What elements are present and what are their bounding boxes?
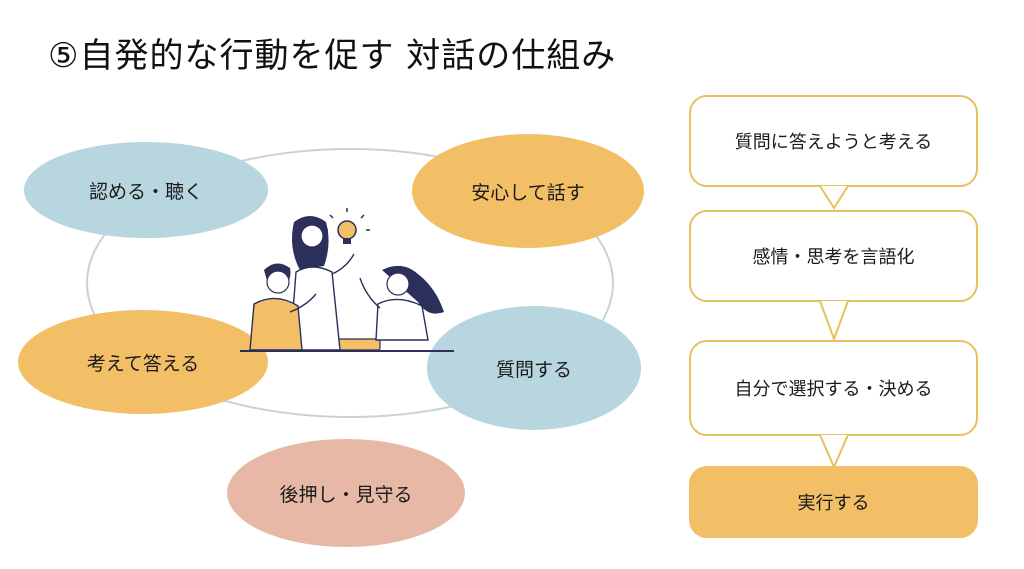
node-think-answer: 考えて答える — [18, 310, 268, 414]
flow-step-choose-decide: 自分で選択する・決める — [689, 340, 978, 436]
arrow-down-icon — [819, 435, 849, 469]
flow-step-execute: 実行する — [689, 466, 978, 538]
node-encourage-watch: 後押し・見守る — [227, 439, 465, 547]
node-ask-question: 質問する — [427, 306, 641, 430]
page-title: ⑤自発的な行動を促す 対話の仕組み — [48, 36, 617, 76]
flow-step-verbalize: 感情・思考を言語化 — [689, 210, 978, 302]
lightbulb-icon — [324, 208, 370, 244]
arrow-down-icon — [819, 186, 849, 210]
people-talking-illustration — [240, 208, 454, 352]
arrow-down-icon — [819, 301, 849, 341]
node-speak-safely: 安心して話す — [412, 134, 644, 248]
cycle-ring — [86, 148, 614, 418]
flow-step-think-answer: 質問に答えようと考える — [689, 95, 978, 187]
node-acknowledge-listen: 認める・聴く — [24, 142, 268, 238]
